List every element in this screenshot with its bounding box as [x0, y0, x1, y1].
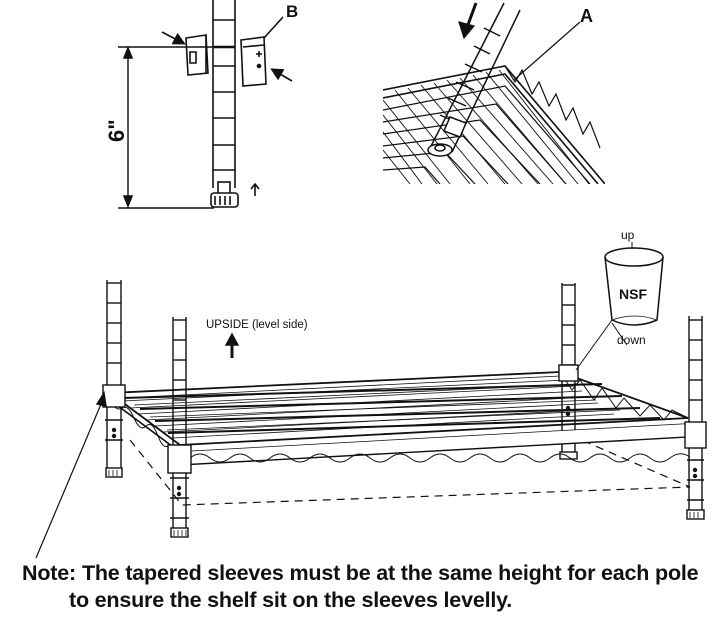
label-b: B [286, 2, 298, 21]
up-arrow-icon [224, 332, 240, 358]
wire-shelf-icon [383, 65, 605, 184]
sleeve-brand-label: NSF [619, 286, 647, 302]
sleeve-up-label: up [621, 228, 635, 242]
pole-icon [167, 317, 192, 538]
wire-shelf-icon [107, 371, 691, 466]
sleeve-icon [240, 36, 267, 87]
shelf-assembly [35, 242, 707, 559]
pole-icon [684, 316, 707, 520]
sleeve-down-label: down [617, 333, 646, 347]
upside-label: UPSIDE (level side) [206, 319, 308, 331]
sleeve-icon [558, 364, 579, 382]
pole-icon [210, 0, 239, 208]
note-line-1: The tapered sleeves must be at the same … [81, 561, 699, 585]
label-a: A [580, 6, 593, 26]
assembly-note: Note:The tapered sleeves must be at the … [22, 560, 722, 614]
up-arrow-icon [250, 182, 260, 196]
sleeve-icon [185, 34, 209, 76]
note-label: Note: [22, 561, 76, 585]
pole-sleeve-detail [118, 0, 293, 209]
pole-icon [102, 280, 126, 478]
arrow-icon [458, 2, 478, 40]
pole-icon [427, 2, 521, 157]
arrow-icon [161, 31, 186, 45]
arrow-icon [270, 68, 293, 82]
note-line-2: to ensure the shelf sit on the sleeves l… [69, 588, 513, 612]
sleeve-icon [604, 247, 664, 326]
shelf-corner-detail [383, 2, 605, 184]
height-mark: 6" [104, 119, 129, 142]
